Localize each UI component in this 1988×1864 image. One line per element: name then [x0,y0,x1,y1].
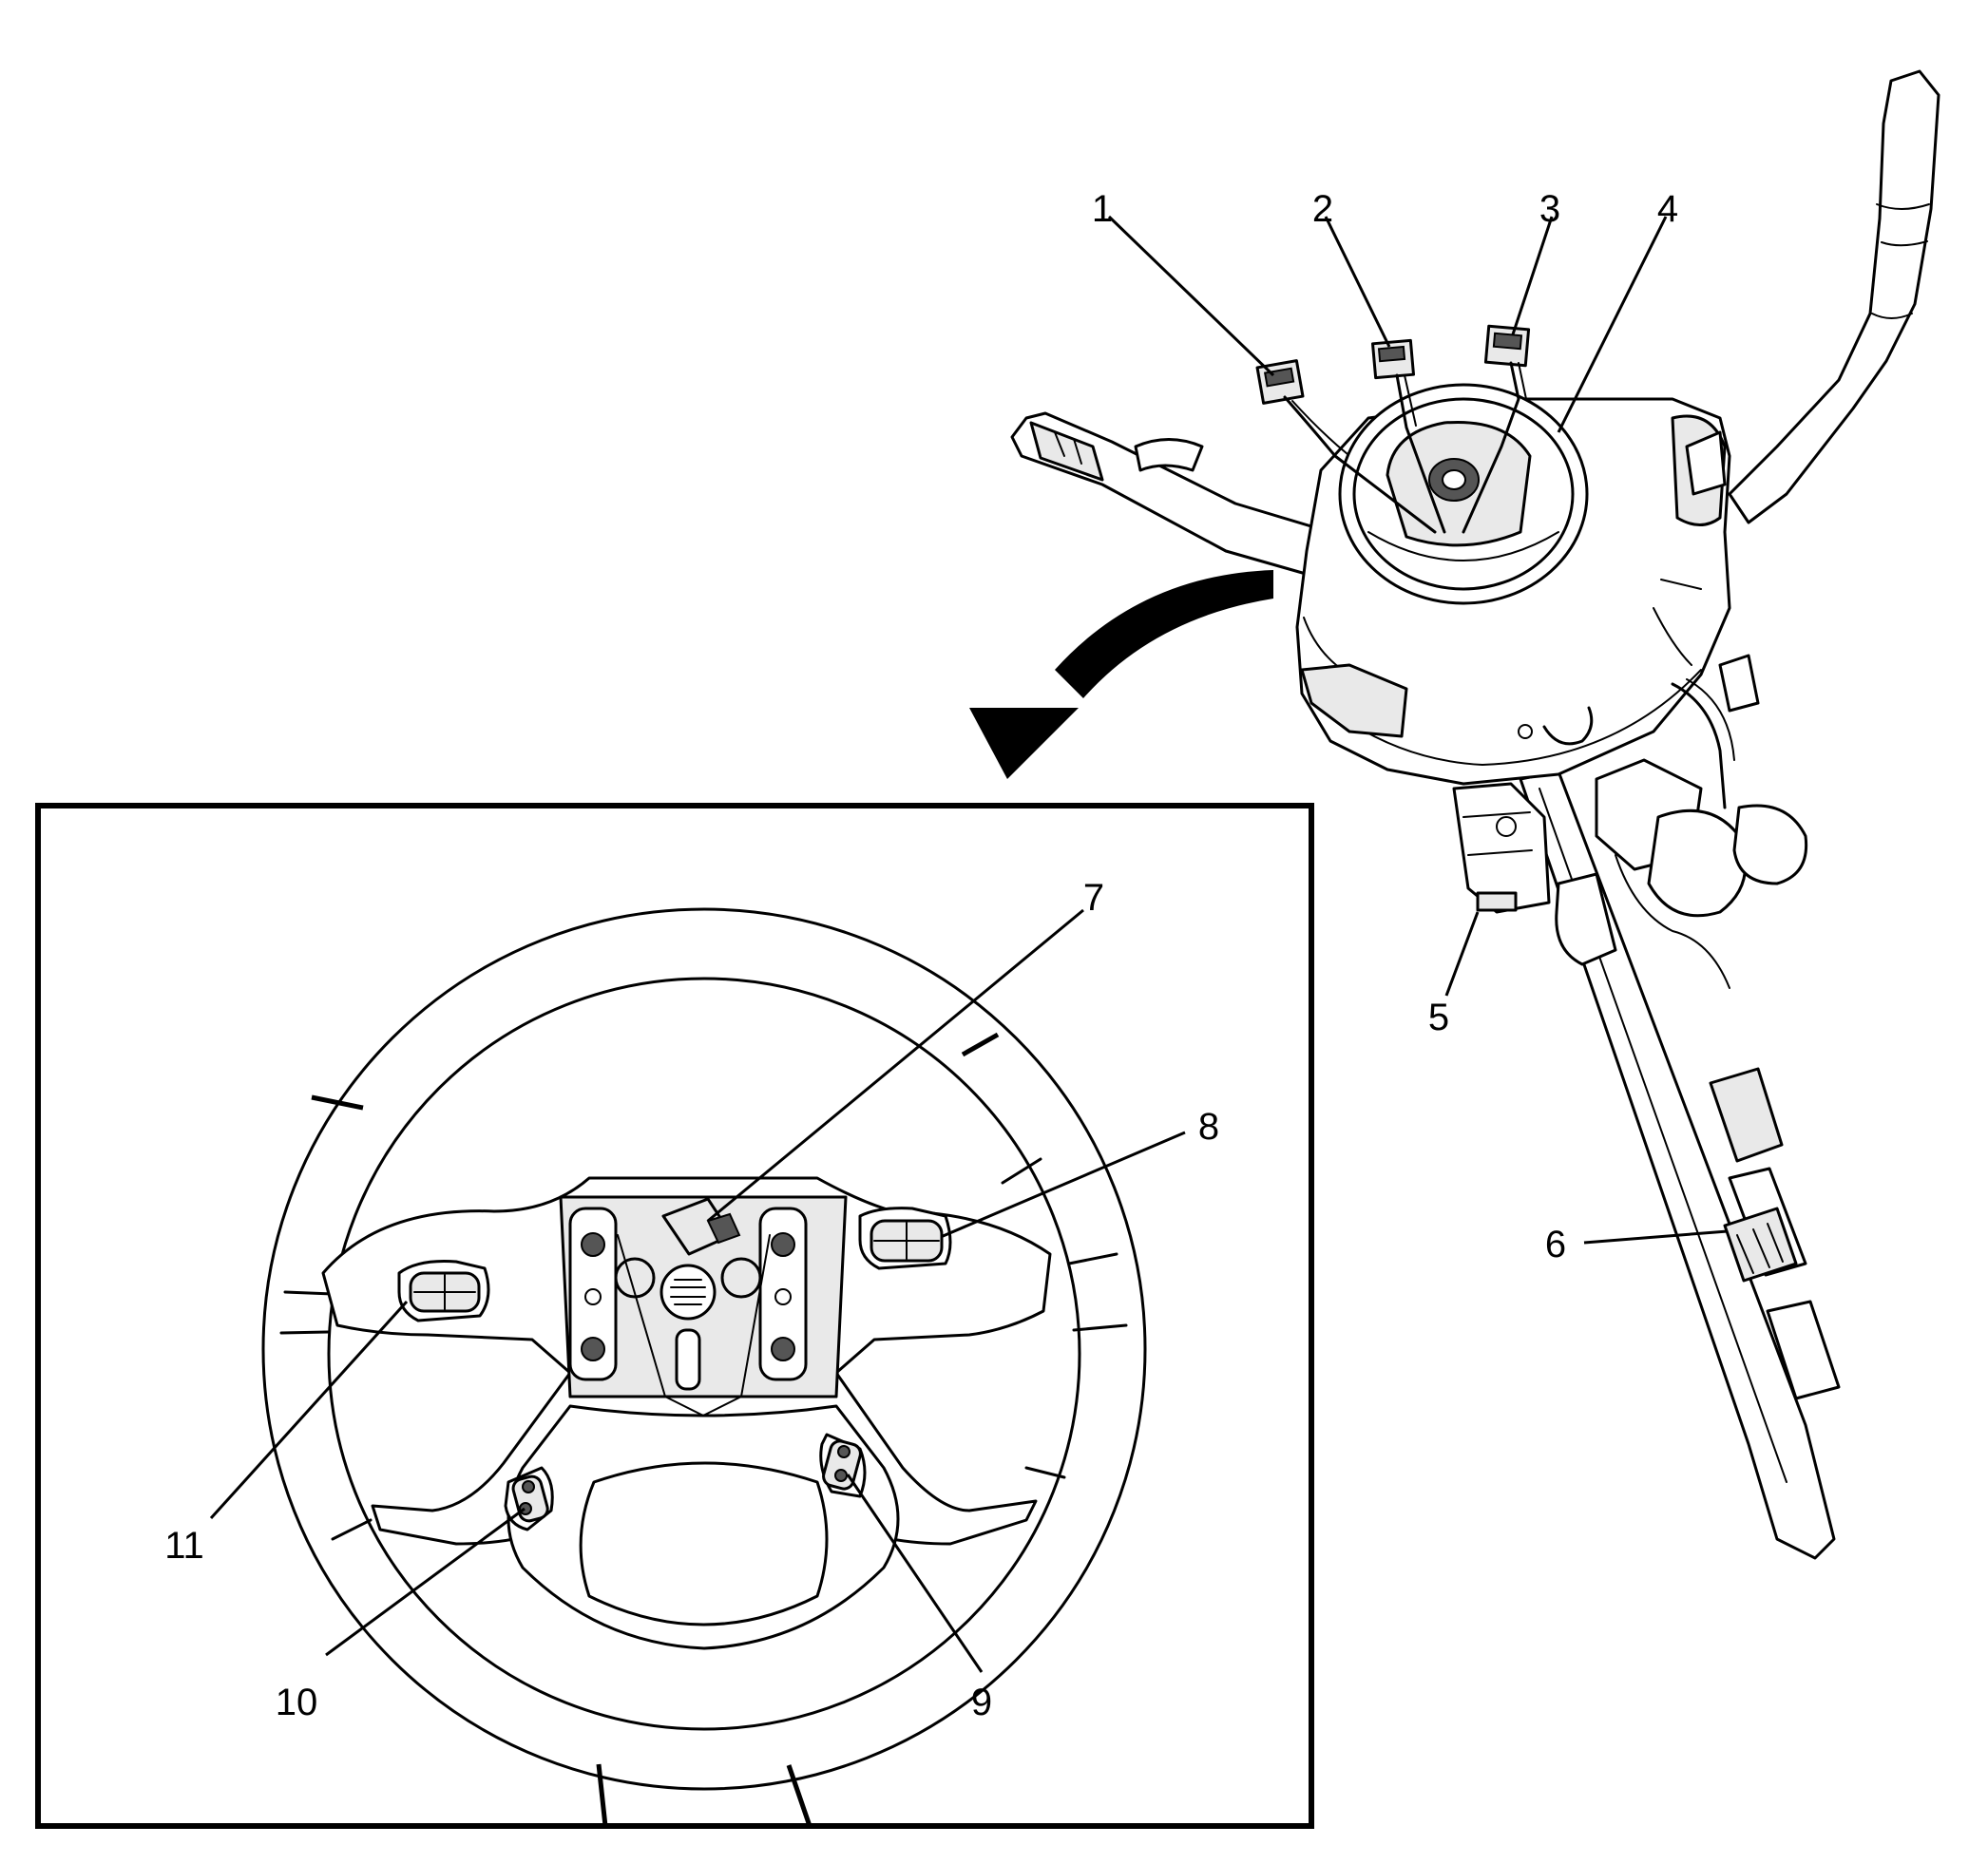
callout-8: 8 [1198,1106,1219,1148]
inset-frame [35,803,1314,1829]
connector-2 [1371,338,1446,534]
switch-9 [819,1433,867,1498]
clock-spring [1338,383,1589,605]
callout-3: 3 [1539,188,1560,230]
switch-8 [858,1207,952,1270]
callout-10: 10 [276,1682,318,1723]
callout-9: 9 [971,1682,992,1723]
callout-2: 2 [1312,188,1333,230]
callout-11: 11 [164,1525,204,1567]
connector-1 [1255,359,1437,534]
leader-lines [209,215,1729,1673]
steering-column-assembly [1010,69,1940,1560]
column-wiring [1555,654,1808,989]
rotation-arrow [969,570,1273,779]
callout-7: 7 [1083,877,1104,919]
callout-4: 4 [1657,188,1678,230]
steering-wheel [261,907,1147,1827]
right-lever [1728,69,1940,524]
connector-3 [1462,324,1531,534]
switch-11 [397,1260,490,1322]
ignition-module [1452,782,1551,914]
left-lever [1010,411,1332,581]
callout-labels: 1 2 3 4 5 6 7 8 9 10 11 [164,188,1678,1723]
callout-5: 5 [1428,997,1449,1038]
connector-6 [1723,1207,1798,1283]
callout-1: 1 [1092,188,1113,230]
callout-6: 6 [1545,1224,1566,1265]
